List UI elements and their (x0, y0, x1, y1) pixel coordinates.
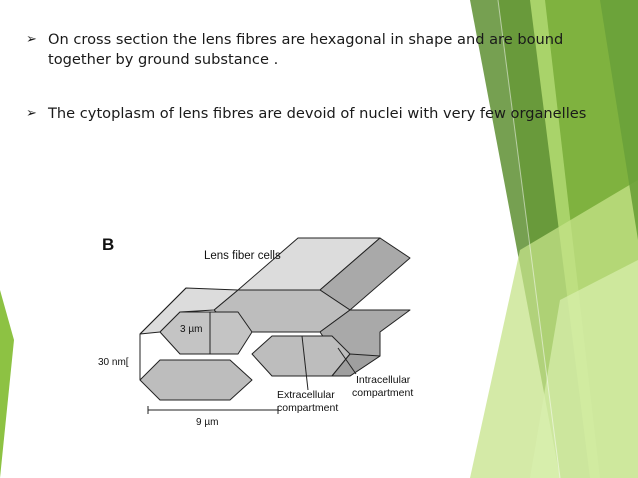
bullet-text: On cross section the lens fibres are hex… (48, 31, 564, 68)
intracellular-label-line2: compartment (352, 387, 413, 399)
bullet-list: ➢ On cross section the lens fibres are h… (26, 30, 596, 124)
lens-fiber-diagram: B Lens fiber cells 3 µm 30 nm[ Extracell… (98, 235, 413, 428)
fiber-side-face (331, 353, 381, 377)
extracellular-label-line1: Extracellular (277, 389, 335, 401)
extracellular-label-line2: compartment (277, 402, 338, 414)
bullet-item: ➢ The cytoplasm of lens fibres are devoi… (26, 104, 596, 124)
hexagon-cross-section (139, 359, 253, 401)
intracellular-label-line1: Intracellular (356, 374, 411, 386)
lens-fiber-cells-label: Lens fiber cells (204, 250, 281, 262)
length-label: 9 µm (196, 417, 218, 428)
panel-label: B (102, 235, 114, 254)
bullet-item: ➢ On cross section the lens fibres are h… (26, 30, 596, 70)
hexagon-cross-section (159, 311, 253, 355)
arrow-bullet-icon: ➢ (26, 32, 37, 47)
gap-label: 30 nm[ (98, 357, 129, 368)
bullet-text: The cytoplasm of lens fibres are devoid … (48, 105, 587, 122)
hexagon-cross-section (251, 335, 351, 377)
fiber-width-label: 3 µm (180, 324, 202, 335)
arrow-bullet-icon: ➢ (26, 106, 37, 121)
